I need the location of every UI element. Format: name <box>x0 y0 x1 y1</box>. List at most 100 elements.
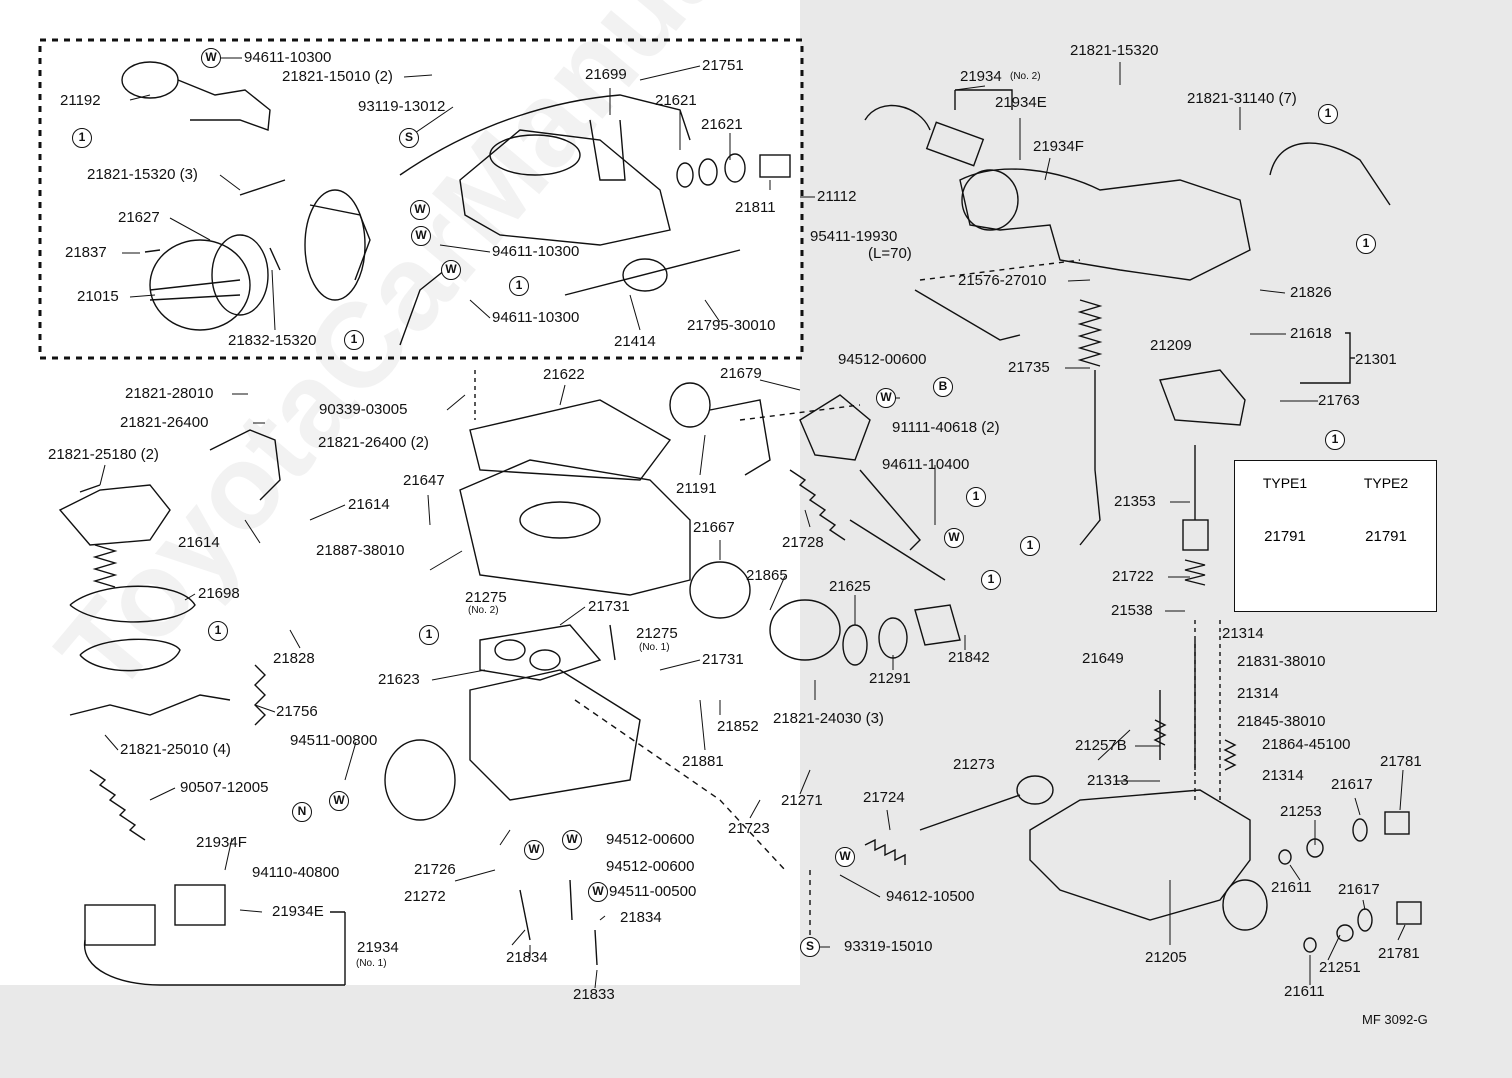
part-label: 21821-26400 (2) <box>318 434 429 451</box>
part-label: 21781 <box>1380 753 1422 770</box>
part-label: 94612-10500 <box>886 888 975 905</box>
part-label: 21314 <box>1262 767 1304 784</box>
part-label: 21614 <box>348 496 390 513</box>
reference-marker: W <box>562 830 582 850</box>
part-label: 21205 <box>1145 949 1187 966</box>
part-label: 21821-28010 <box>125 385 214 402</box>
reference-marker: W <box>201 48 221 68</box>
part-label: 21832-15320 <box>228 332 317 349</box>
reference-marker: 1 <box>419 625 439 645</box>
part-label: 21015 <box>77 288 119 305</box>
part-label: 94511-00800 <box>290 732 378 749</box>
part-label: 21934 <box>357 939 399 956</box>
part-label: 94512-00600 <box>838 351 927 368</box>
part-label: 21253 <box>1280 803 1322 820</box>
reference-marker: S <box>399 128 419 148</box>
part-label: 21751 <box>702 57 744 74</box>
part-label: 21842 <box>948 649 990 666</box>
part-label: 21647 <box>403 472 445 489</box>
part-label: 21837 <box>65 244 107 261</box>
part-label: 21852 <box>717 718 759 735</box>
part-sublabel: (No. 1) <box>356 958 387 969</box>
part-label: 21833 <box>573 986 615 1003</box>
left-panel <box>0 0 800 985</box>
part-label: 21191 <box>676 480 717 497</box>
part-label: 93319-15010 <box>844 938 933 955</box>
part-label: 21934 <box>960 68 1002 85</box>
part-label: 21313 <box>1087 772 1129 789</box>
part-label: 21845-38010 <box>1237 713 1326 730</box>
part-label: 21618 <box>1290 325 1332 342</box>
part-label: 21538 <box>1111 602 1153 619</box>
type1-header: TYPE1 <box>1262 475 1308 491</box>
part-label: 21414 <box>614 333 656 350</box>
part-label: 21272 <box>404 888 446 905</box>
part-label: 21271 <box>781 792 823 809</box>
part-label: 21273 <box>953 756 995 773</box>
part-label: 21763 <box>1318 392 1360 409</box>
part-label: 21625 <box>829 578 871 595</box>
part-label: 21728 <box>782 534 824 551</box>
part-label: 21614 <box>178 534 220 551</box>
part-label: 94611-10400 <box>882 456 970 473</box>
reference-marker: S <box>800 937 820 957</box>
part-label: 21617 <box>1331 776 1373 793</box>
part-label: 21667 <box>693 519 735 536</box>
part-label: 94512-00600 <box>606 858 695 875</box>
part-label: 21795-30010 <box>687 317 776 334</box>
type2-header: TYPE2 <box>1363 475 1409 491</box>
reference-marker: W <box>524 840 544 860</box>
part-label: 94611-10300 <box>492 309 580 326</box>
part-label: 21314 <box>1222 625 1264 642</box>
reference-marker: 1 <box>509 276 529 296</box>
part-label: 94611-10300 <box>244 49 332 66</box>
part-label: 21301 <box>1355 351 1397 368</box>
part-label: 21112 <box>817 188 857 205</box>
part-label: 21723 <box>728 820 770 837</box>
part-label: 21621 <box>655 92 697 109</box>
reference-marker: 1 <box>344 330 364 350</box>
reference-marker: W <box>944 528 964 548</box>
reference-marker: W <box>876 388 896 408</box>
part-label: 21864-45100 <box>1262 736 1351 753</box>
part-label: 21821-25180 (2) <box>48 446 159 463</box>
reference-marker: 1 <box>981 570 1001 590</box>
part-label: 21821-31140 (7) <box>1187 90 1297 107</box>
reference-marker: W <box>410 200 430 220</box>
part-label: 21353 <box>1114 493 1156 510</box>
part-label: 21698 <box>198 585 240 602</box>
part-label: 21821-15320 (3) <box>87 166 198 183</box>
part-label: 21192 <box>60 92 101 109</box>
part-label: 21724 <box>863 789 905 806</box>
reference-marker: W <box>588 882 608 902</box>
part-label: 94512-00600 <box>606 831 695 848</box>
reference-marker: W <box>411 226 431 246</box>
part-label: 21881 <box>682 753 724 770</box>
part-sublabel: (No. 2) <box>468 605 499 616</box>
part-label: 21611 <box>1271 879 1312 896</box>
reference-marker: 1 <box>1356 234 1376 254</box>
part-label: 21821-15010 (2) <box>282 68 393 85</box>
part-label: 21209 <box>1150 337 1192 354</box>
reference-marker: W <box>329 791 349 811</box>
part-label: 21726 <box>414 861 456 878</box>
diagram-code: MF 3092-G <box>1362 1012 1428 1027</box>
part-label: 21611 <box>1284 983 1325 1000</box>
type1-part: 21791 <box>1264 528 1306 545</box>
part-label: 21934E <box>272 903 324 920</box>
part-label: 21735 <box>1008 359 1050 376</box>
clip-type-table: TYPE1 TYPE2 21791 21791 <box>1234 460 1437 612</box>
part-label: 21821-24030 (3) <box>773 710 884 727</box>
part-label: 21834 <box>620 909 662 926</box>
reference-marker: W <box>441 260 461 280</box>
part-label: 21865 <box>746 567 788 584</box>
part-label: 21576-27010 <box>958 272 1047 289</box>
part-label: 21722 <box>1112 568 1154 585</box>
part-label: 21251 <box>1319 959 1361 976</box>
reference-marker: B <box>933 377 953 397</box>
part-label: 21934F <box>1033 138 1084 155</box>
reference-marker: W <box>835 847 855 867</box>
part-label: 21831-38010 <box>1237 653 1326 670</box>
part-label: 21275 <box>465 589 507 606</box>
